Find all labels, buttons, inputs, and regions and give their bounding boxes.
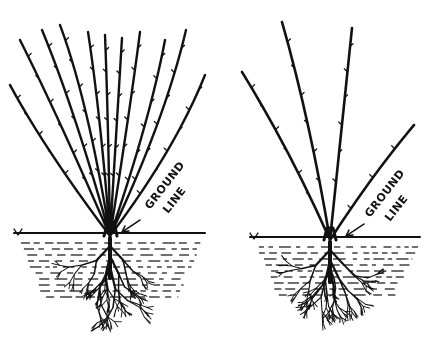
root-line <box>302 266 316 269</box>
right-label-arrow <box>346 224 364 236</box>
cane-4 <box>60 25 110 236</box>
left-bush: GROUND LINE <box>10 25 205 332</box>
root-line <box>282 256 286 261</box>
root-line <box>147 283 148 288</box>
bud-mark <box>39 132 42 135</box>
root-line <box>291 269 302 271</box>
root-line <box>325 280 327 295</box>
root-line <box>363 306 370 308</box>
root-line <box>292 266 302 269</box>
root-line <box>149 282 155 283</box>
root-line <box>141 277 143 284</box>
root-line <box>147 283 153 285</box>
root-line <box>100 287 101 304</box>
root-line <box>337 311 341 318</box>
root-line <box>316 250 330 266</box>
root-line <box>130 294 131 300</box>
root-line <box>102 300 107 306</box>
cane-11 <box>110 75 205 236</box>
right-roots <box>276 242 384 330</box>
root-line <box>368 274 377 278</box>
cane-9 <box>110 40 165 236</box>
root-line <box>147 307 153 310</box>
root-line <box>363 306 365 312</box>
root-line <box>144 317 150 324</box>
cane-1 <box>10 85 110 236</box>
root-line <box>101 305 107 316</box>
bud-mark <box>137 191 140 194</box>
root-line <box>147 306 154 307</box>
root-line <box>322 311 323 322</box>
root-line <box>328 314 329 319</box>
cane-1 <box>242 72 330 240</box>
root-line <box>97 306 101 320</box>
root-line <box>366 304 373 305</box>
root-line <box>115 289 127 301</box>
root-line <box>115 322 118 327</box>
root-line <box>344 265 355 276</box>
left-label-arrow <box>122 220 140 232</box>
root-line <box>121 311 122 317</box>
cane-3 <box>330 28 352 240</box>
root-line <box>97 246 111 261</box>
root-line <box>94 261 96 274</box>
cane-2 <box>282 22 330 240</box>
root-line <box>310 266 315 281</box>
root-line <box>327 295 329 306</box>
root-line <box>141 294 146 296</box>
right-bush: GROUND LINE <box>242 22 420 330</box>
cane-2 <box>20 40 110 236</box>
root-line <box>323 316 324 323</box>
root-line <box>61 267 70 272</box>
root-line <box>321 297 322 311</box>
root-line <box>332 315 333 323</box>
root-line <box>313 297 322 305</box>
root-line <box>108 300 109 308</box>
